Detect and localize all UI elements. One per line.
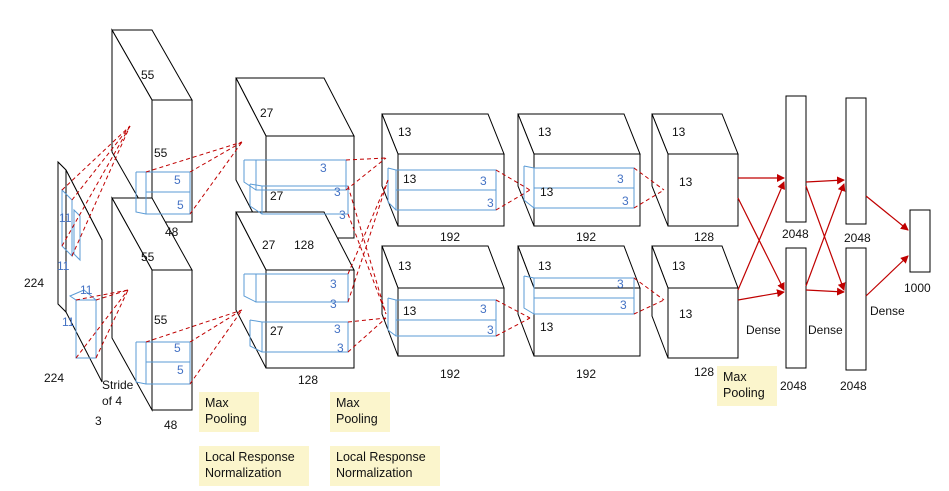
conv1-height: 55 — [154, 146, 168, 160]
conv2-kernel-b: 3 — [334, 185, 341, 199]
conv5-depth-b: 13 — [672, 259, 686, 273]
conv1-kernel-b: 5 — [177, 198, 184, 212]
input-volume — [57, 160, 103, 383]
conv5-height-b: 13 — [679, 307, 693, 321]
conv1-depth: 55 — [141, 68, 155, 82]
conv4-bottom — [517, 245, 641, 357]
conv2-kernels — [243, 159, 349, 353]
input-channels: 3 — [95, 414, 102, 428]
dense-arrows — [737, 174, 909, 301]
conv2-kernel-d-b: 3 — [337, 341, 344, 355]
conv3-kernels — [387, 167, 497, 337]
conv2-kernel-c-b: 3 — [334, 322, 341, 336]
input-size-h: 224 — [24, 276, 44, 290]
conv3-depth: 13 — [398, 125, 412, 139]
conv3-bottom — [381, 245, 505, 357]
max-pooling-note-1: Max Pooling — [199, 392, 259, 432]
conv4-height: 13 — [540, 185, 554, 199]
fc2-bottom-size: 2048 — [840, 379, 867, 393]
stride-line2: of 4 — [102, 394, 122, 408]
input-kernel-mid: 11 — [57, 259, 70, 273]
conv4-kernels — [523, 165, 635, 315]
conv4-kernel-a: 3 — [617, 172, 624, 186]
conv2-kernel-a: 3 — [320, 161, 327, 175]
input-size-w: 224 — [44, 371, 64, 385]
fc1-bottom-size: 2048 — [780, 379, 807, 393]
input-kernel-bottom: 11 — [62, 315, 75, 329]
input-kernel-side: 11 — [80, 283, 93, 297]
conv1-top — [111, 28, 193, 224]
conv2-depth: 27 — [260, 106, 274, 120]
dense-label-3: Dense — [870, 304, 905, 318]
conv3-kernel-b: 3 — [487, 196, 494, 210]
conv1-kernel-a-b: 5 — [174, 341, 181, 355]
conv4-depth: 13 — [538, 125, 552, 139]
conv2-channels-bottom: 128 — [298, 373, 318, 387]
dense-layers — [785, 95, 931, 371]
lrn-note-1: Local Response Normalization — [199, 446, 309, 486]
conv4-height-b: 13 — [540, 320, 554, 334]
conv3-channels-top: 192 — [440, 230, 460, 244]
conv1-channels-top: 48 — [165, 225, 179, 239]
fc2-top-size: 2048 — [844, 231, 871, 245]
conv1-kernel-a: 5 — [174, 173, 181, 187]
conv3-height-b: 13 — [403, 304, 417, 318]
conv2-channels-top: 128 — [294, 238, 314, 252]
conv1-depth-b: 55 — [141, 250, 155, 264]
conv2-side: 27 — [262, 238, 276, 252]
conv3-depth-b: 13 — [398, 259, 412, 273]
conv1-kernel-b-b: 5 — [177, 363, 184, 377]
stride-line1: Stride — [102, 378, 134, 392]
conv5-channels-top: 128 — [694, 230, 714, 244]
conv2-kernel-c: 3 — [339, 208, 346, 222]
conv2-height: 27 — [270, 189, 284, 203]
max-pooling-note-3: Max Pooling — [717, 366, 777, 406]
conv2-kernel-a-b: 3 — [330, 277, 337, 291]
conv4-depth-b: 13 — [538, 259, 552, 273]
conv3-height: 13 — [403, 172, 417, 186]
conv1-bottom — [111, 196, 193, 412]
conv1-kernels — [135, 171, 191, 385]
conv5-depth: 13 — [672, 125, 686, 139]
conv1-channels-bottom: 48 — [164, 418, 178, 432]
dense-label-2: Dense — [808, 323, 843, 337]
conv3-kernel-a: 3 — [480, 174, 487, 188]
conv5-height: 13 — [679, 175, 693, 189]
conv4-channels-top: 192 — [576, 230, 596, 244]
conv4-kernel-b: 3 — [622, 194, 629, 208]
conv5-bottom — [651, 245, 739, 359]
conv3-kernel-b-b: 3 — [487, 323, 494, 337]
conv1-height-b: 55 — [154, 313, 168, 327]
conv5-top — [651, 113, 739, 227]
conv2-height-b: 27 — [270, 324, 284, 338]
dashed-connections — [61, 125, 665, 385]
fc1-top-size: 2048 — [782, 227, 809, 241]
lrn-note-2: Local Response Normalization — [330, 446, 440, 486]
conv4-kernel-a-b: 3 — [617, 277, 624, 291]
conv4-kernel-b-b: 3 — [620, 298, 627, 312]
dense-label-1: Dense — [746, 323, 781, 337]
conv3-kernel-a-b: 3 — [480, 302, 487, 316]
output-size: 1000 — [904, 281, 931, 295]
conv4-channels-bottom: 192 — [576, 367, 596, 381]
input-kernel-top: 11 — [59, 211, 72, 225]
conv2-kernel-b-b: 3 — [330, 297, 337, 311]
max-pooling-note-2: Max Pooling — [330, 392, 390, 432]
conv3-channels-bottom: 192 — [440, 367, 460, 381]
conv5-channels-bottom: 128 — [694, 365, 714, 379]
conv4-top — [517, 113, 641, 227]
